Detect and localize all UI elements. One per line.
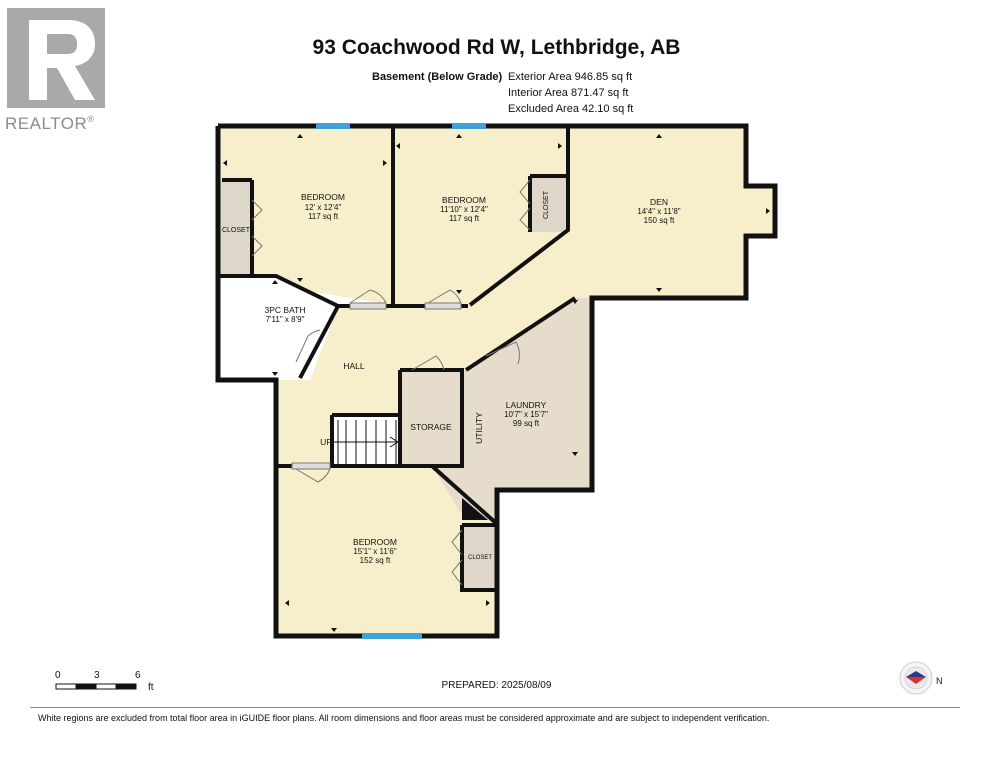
laundry-dims: 10'7" x 15'7" — [504, 410, 548, 419]
bath-name: 3PC BATH — [265, 305, 306, 315]
closet-3-fill — [462, 525, 497, 590]
closet-3-doors — [451, 529, 463, 586]
windows — [316, 123, 486, 639]
bedroom-3-dims: 15'1" x 11'6" — [353, 547, 396, 556]
prepared-date: PREPARED: 2025/08/09 — [441, 680, 552, 691]
door-laundry-swing — [485, 341, 520, 365]
door-bedroom-1-swing — [349, 289, 387, 304]
storage-fill — [400, 370, 462, 466]
scale-tick-3: 3 — [94, 670, 100, 681]
bedroom-2-dims: 11'10" x 12'4" — [440, 205, 488, 214]
door-bath-swing — [295, 329, 321, 363]
footer-divider — [30, 707, 960, 708]
closet-1-fill — [218, 180, 252, 276]
closet-2-fill — [530, 176, 568, 232]
laundry-name: LAUNDRY — [506, 400, 547, 410]
window-bedroom-2 — [452, 123, 486, 129]
door-bedroom-1 — [349, 302, 387, 310]
hall-fill — [276, 228, 575, 466]
dimension-markers — [223, 134, 770, 632]
door-bedroom-2-swing — [427, 289, 462, 304]
scale-bar — [55, 683, 137, 690]
interior-area: Interior Area 871.47 sq ft — [508, 87, 629, 99]
exterior-area: Exterior Area 946.85 sq ft — [508, 71, 633, 83]
room-fills — [218, 126, 775, 636]
stairs — [332, 420, 399, 466]
wall-corner — [462, 498, 488, 520]
scale-tick-6: 6 — [135, 670, 141, 681]
north-compass-icon — [899, 661, 933, 695]
door-storage-swing — [411, 355, 445, 371]
closet-2-label: CLOSET — [543, 190, 550, 219]
property-title: 93 Coachwood Rd W, Lethbridge, AB — [312, 36, 681, 59]
closet-2-doors — [519, 179, 531, 231]
scale-tick-0: 0 — [55, 670, 61, 681]
bedroom-3-fill — [276, 466, 497, 636]
den-name: DEN — [650, 197, 668, 207]
storage-name: STORAGE — [410, 422, 452, 432]
bath-dims: 7'11" x 8'9" — [266, 315, 305, 324]
bedroom-1-area: 117 sq ft — [308, 212, 339, 221]
excluded-area: Excluded Area 42.10 sq ft — [508, 103, 634, 115]
bedroom-2-name: BEDROOM — [442, 195, 486, 205]
door-bedroom-2 — [424, 302, 462, 310]
level-label: Basement (Below Grade) — [372, 71, 503, 83]
bath-fill — [218, 276, 338, 380]
realtor-logo: REALTOR® — [5, 8, 113, 133]
bedroom-3-area: 152 sq ft — [360, 556, 391, 565]
realtor-logo-text: REALTOR® — [5, 114, 95, 133]
bedroom-1-dims: 12' x 12'4" — [305, 203, 342, 212]
door-bedroom-3-swing — [295, 468, 331, 483]
compass-label: N — [936, 676, 943, 686]
window-bedroom-1 — [316, 123, 350, 129]
den-area: 150 sq ft — [644, 216, 675, 225]
den-dims: 14'4" x 11'8" — [637, 207, 680, 216]
room-labels: BEDROOM 12' x 12'4" 117 sq ft CLOSET BED… — [222, 190, 681, 565]
interior-walls — [218, 126, 577, 592]
bedroom-2-fill — [393, 126, 568, 305]
laundry-fill — [432, 298, 592, 520]
bedroom-1-name: BEDROOM — [301, 192, 345, 202]
window-bedroom-3 — [362, 633, 422, 639]
bedroom-2-area: 117 sq ft — [449, 214, 480, 223]
bedroom-3-name: BEDROOM — [353, 537, 397, 547]
laundry-area: 99 sq ft — [513, 419, 540, 428]
den-fill — [568, 126, 775, 298]
doors — [251, 179, 531, 586]
door-bedroom-3 — [291, 462, 331, 470]
closet-1-label: CLOSET — [222, 227, 251, 234]
utility-name: UTILITY — [474, 412, 484, 444]
hall-name: HALL — [343, 361, 365, 371]
scale-unit: ft — [148, 682, 154, 693]
closet-1-doors — [251, 199, 263, 257]
bedroom-1-fill — [218, 126, 393, 305]
footer-disclaimer: White regions are excluded from total fl… — [38, 713, 770, 723]
closet-3-label: CLOSET — [468, 555, 492, 561]
realtor-logo-mark — [7, 8, 105, 108]
stairs-label: UP — [320, 437, 332, 447]
